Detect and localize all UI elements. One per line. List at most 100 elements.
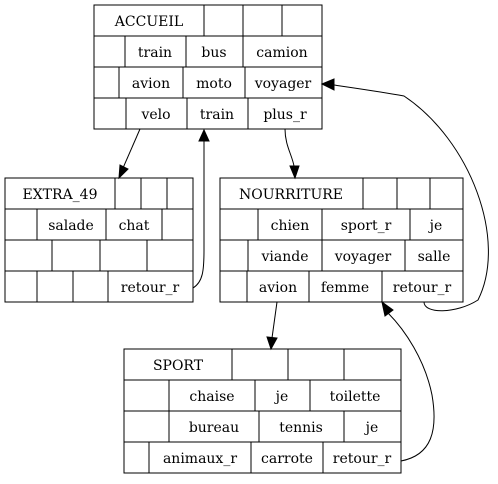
nourriture-field: viande <box>261 249 309 265</box>
nourriture-field: sport_r <box>341 218 392 234</box>
extra-49-field: salade <box>48 218 94 234</box>
arrowhead-icon <box>198 128 210 142</box>
extra-49-field: retour_r <box>121 280 180 296</box>
edge-nourriture-retour-to-accueil <box>333 84 489 312</box>
edge-extra-retour-to-accueil <box>192 141 205 289</box>
node-sport: SPORT chaise je toilette bureau tennis j… <box>123 348 402 474</box>
nourriture-title: NOURRITURE <box>239 187 343 203</box>
accueil-cell <box>125 97 188 130</box>
nourriture-cell <box>257 208 323 241</box>
nourriture-empty-cell <box>219 270 248 303</box>
extra-49-empty-cell <box>36 270 74 303</box>
node-extra-49: EXTRA_49 salade chat retour_r <box>4 177 194 303</box>
accueil-empty-cell <box>93 97 127 130</box>
sport-cell <box>322 441 402 474</box>
sport-field: retour_r <box>333 451 392 467</box>
sport-cell <box>254 379 311 412</box>
nourriture-cell <box>409 208 464 241</box>
accueil-cell <box>242 35 323 68</box>
nourriture-field: je <box>428 218 443 234</box>
extra-49-field: chat <box>119 218 150 234</box>
accueil-field: voyager <box>254 76 312 92</box>
sport-cell <box>309 379 402 412</box>
nourriture-field: retour_r <box>393 280 452 296</box>
sport-empty-cell <box>343 348 402 381</box>
sport-field: toilette <box>330 389 381 405</box>
sport-empty-cell <box>123 410 170 443</box>
extra-49-empty-cell <box>161 208 194 241</box>
accueil-field: avion <box>132 76 170 92</box>
extra-49-empty-cell <box>72 270 109 303</box>
sport-empty-cell <box>231 348 289 381</box>
extra-49-title: EXTRA_49 <box>23 187 98 203</box>
accueil-empty-cell <box>93 35 126 68</box>
nourriture-cell <box>247 239 323 272</box>
accueil-field: moto <box>196 76 232 92</box>
nourriture-cell <box>321 208 411 241</box>
extra-49-empty-cell <box>99 239 148 272</box>
extra-49-empty-cell <box>4 208 38 241</box>
arrowhead-icon <box>289 165 300 180</box>
accueil-field: train <box>200 107 234 123</box>
arrowhead-icon <box>381 300 394 317</box>
nourriture-cell <box>381 270 464 303</box>
nourriture-cell <box>404 239 464 272</box>
nourriture-field: chien <box>271 218 310 234</box>
sport-field: chaise <box>189 389 234 405</box>
accueil-cell <box>247 97 323 130</box>
accueil-empty-cell <box>281 4 323 37</box>
sport-field: tennis <box>279 420 323 436</box>
accueil-field: train <box>138 45 172 61</box>
accueil-field: velo <box>140 107 170 123</box>
arrowhead-icon <box>320 78 335 91</box>
edge-velo-to-extra <box>122 128 141 169</box>
nourriture-empty-cell <box>219 208 259 241</box>
extra-49-empty-cell <box>146 239 194 272</box>
sport-empty-cell <box>123 441 150 474</box>
nourriture-empty-cell <box>219 239 249 272</box>
accueil-title-cell <box>93 4 205 37</box>
sport-field: je <box>364 420 379 436</box>
node-accueil: ACCUEIL train bus camion avion moto voya… <box>93 4 323 130</box>
accueil-field: camion <box>256 45 307 61</box>
sport-title: SPORT <box>153 358 204 374</box>
nourriture-field: voyager <box>334 249 392 265</box>
extra-49-empty-cell <box>4 239 53 272</box>
edge-sport-retour-to-nourriture <box>387 312 435 462</box>
nourriture-field: femme <box>321 280 369 296</box>
extra-49-empty-cell <box>166 177 194 210</box>
edge-avion-to-sport <box>271 301 278 339</box>
sport-cell <box>168 410 260 443</box>
nourriture-empty-cell <box>429 177 464 210</box>
sport-field: je <box>274 389 289 405</box>
sport-field: bureau <box>189 420 239 436</box>
nourriture-field: salle <box>418 249 451 265</box>
nourriture-cell <box>308 270 383 303</box>
extra-49-empty-cell <box>140 177 168 210</box>
extra-49-empty-cell <box>114 177 142 210</box>
accueil-cell <box>182 66 246 99</box>
nourriture-cell <box>321 239 406 272</box>
edge-plus-to-nourriture <box>284 128 295 167</box>
extra-49-empty-cell <box>51 239 101 272</box>
accueil-field: bus <box>201 45 226 61</box>
accueil-empty-cell <box>203 4 244 37</box>
nourriture-field: avion <box>259 280 297 296</box>
sport-field: carrote <box>261 451 313 467</box>
arrowhead-icon <box>266 336 278 351</box>
extra-49-cell <box>36 208 107 241</box>
extra-49-cell <box>107 270 194 303</box>
sport-field: animaux_r <box>163 451 237 467</box>
node-nourriture: NOURRITURE chien sport_r je viande voyag… <box>219 177 464 303</box>
accueil-title: ACCUEIL <box>114 14 183 30</box>
accueil-field: plus_r <box>263 107 307 123</box>
accueil-cell <box>186 97 249 130</box>
arrowhead-icon <box>118 164 129 180</box>
sport-empty-cell <box>287 348 345 381</box>
sport-cell <box>343 410 402 443</box>
nourriture-empty-cell <box>396 177 431 210</box>
nourriture-empty-cell <box>362 177 398 210</box>
accueil-cell <box>124 35 187 68</box>
